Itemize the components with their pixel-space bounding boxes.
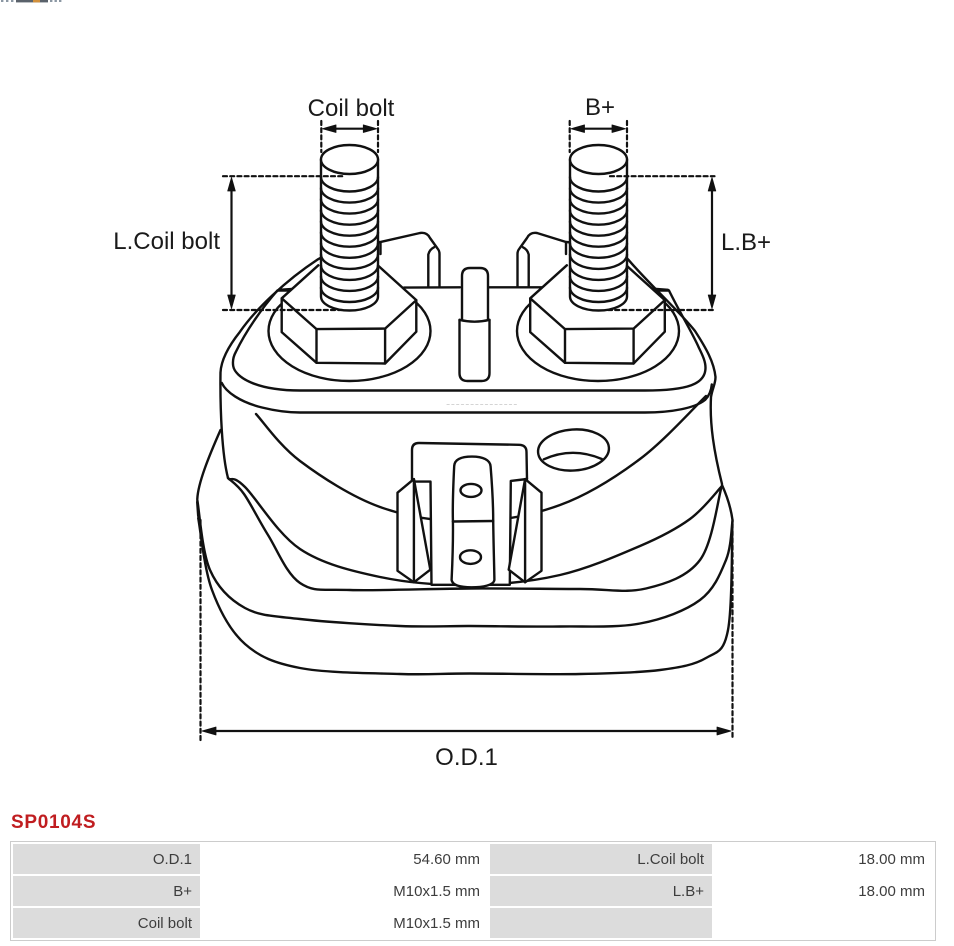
svg-text:Coil bolt: Coil bolt bbox=[308, 95, 395, 122]
svg-text:L.Coil bolt: L.Coil bolt bbox=[113, 228, 220, 255]
svg-text:O.D.1: O.D.1 bbox=[435, 744, 498, 771]
svg-text:L.B+: L.B+ bbox=[721, 229, 771, 256]
svg-text:B+: B+ bbox=[585, 94, 615, 121]
